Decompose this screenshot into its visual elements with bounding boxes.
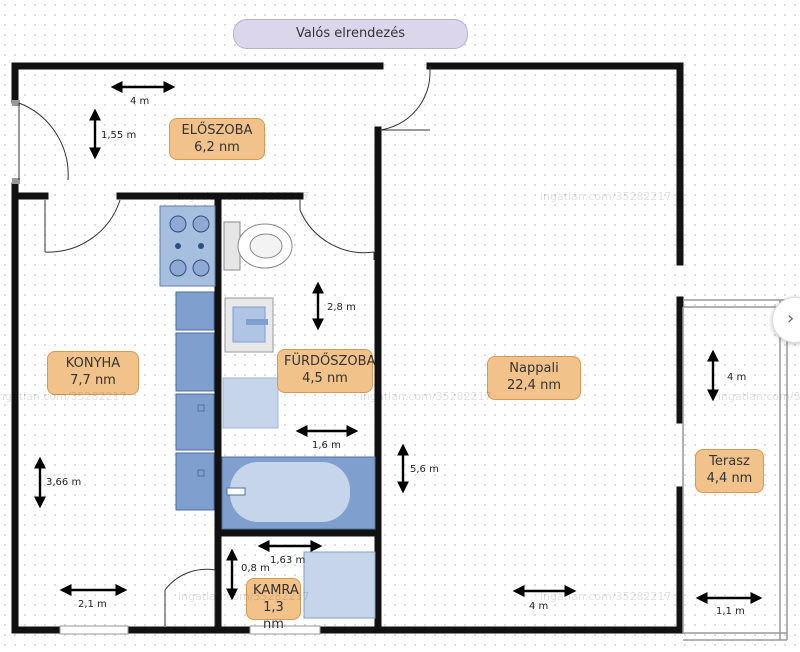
walls [11,62,684,634]
room-label-furdoszoba: FÜRDŐSZOBA 4,5 nm [277,349,376,393]
room-area: 22,4 nm [507,378,561,393]
watermark: ingatlan.com/35282217 [178,190,310,203]
room-label-eloszoba: ELŐSZOBA 6,2 nm [169,118,265,160]
layout-title: Valós elrendezés [233,19,468,49]
room-name: ELŐSZOBA [181,123,253,138]
chevron-right-icon: › [787,308,795,329]
terrace-outline [682,299,790,641]
dim-pantry-width: 1,63 m [270,555,306,566]
room-name: KAMRA [253,583,299,598]
room-label-kamra: KAMRA 1,3 nm [246,578,301,632]
double-arrow-icon [34,81,763,604]
sink-icon [224,297,274,353]
room-area: 6,2 nm [194,140,240,155]
washer [222,377,279,429]
dim-terrace-width: 1,1 m [716,606,745,617]
dim-kitchen-width: 2,1 m [78,599,107,610]
dim-hall-width: 4 m [130,96,150,107]
room-name: FÜRDŐSZOBA [284,354,376,369]
room-name: KONYHA [65,356,121,371]
windows [59,625,321,635]
dim-bath-depth: 2,8 m [327,302,356,313]
kitchen-cabinets [175,291,215,511]
watermark: ingatlan.com/35282217 [540,190,672,203]
dim-terrace-depth: 4 m [727,372,747,383]
stove-icon [159,205,216,287]
room-area: 7,7 nm [70,373,116,388]
dim-living-width: 4 m [529,601,549,612]
room-name: Nappali [509,361,559,376]
pantry-shelf [303,551,376,619]
room-label-terasz: Terasz 4,4 nm [695,449,764,493]
watermark: ingatlan.com/35282217 [540,590,672,603]
door-swing-icon [12,66,431,626]
watermark: ingatlan.com/35282217 [360,390,492,403]
room-label-konyha: KONYHA 7,7 nm [47,351,139,395]
room-label-nappali: Nappali 22,4 nm [487,356,581,400]
room-area: 4,5 nm [302,371,348,386]
watermark: ingatlan.com/35282217 [0,390,127,403]
room-name: Terasz [709,454,750,469]
dim-bath-width: 1,6 m [312,440,341,451]
room-area: 1,3 nm [263,600,284,632]
watermark: ingatlan.com/35282217 [178,590,310,603]
watermark: ingatlan.com/35282217 [718,390,800,403]
bathtub-icon [221,456,376,530]
dim-kitchen-depth: 3,66 m [46,477,82,488]
dim-hall-depth: 1,55 m [101,130,137,141]
room-area: 4,4 nm [706,471,753,486]
toilet-icon [223,221,293,271]
dim-living-depth: 5,6 m [410,464,439,475]
dim-pantry-depth: 0,8 m [241,563,270,574]
